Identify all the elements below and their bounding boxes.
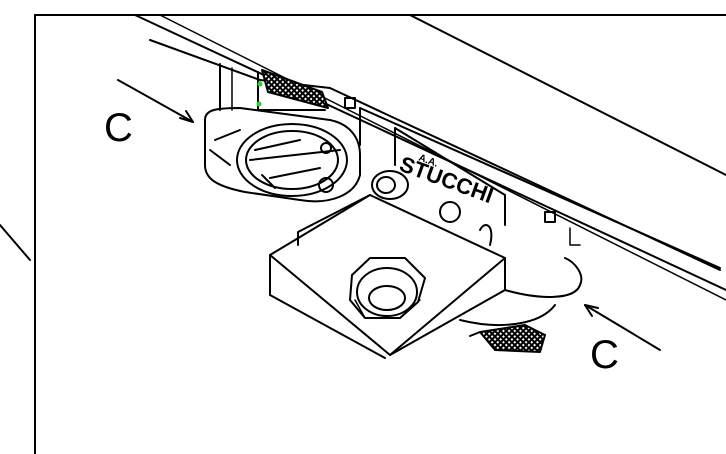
callout-arrow-right — [584, 304, 661, 351]
dial-housing — [204, 107, 361, 203]
mounting-rail — [134, 14, 726, 301]
screw-boss — [371, 170, 493, 246]
hex-nut — [349, 257, 426, 319]
callout-label-right: C — [590, 333, 619, 377]
callout-label-left: C — [104, 106, 133, 150]
drawing-frame — [0, 14, 726, 454]
hatched-knob-bottom — [469, 324, 546, 353]
callout-arrow-left — [117, 79, 194, 123]
hatched-knob-top — [256, 69, 329, 111]
